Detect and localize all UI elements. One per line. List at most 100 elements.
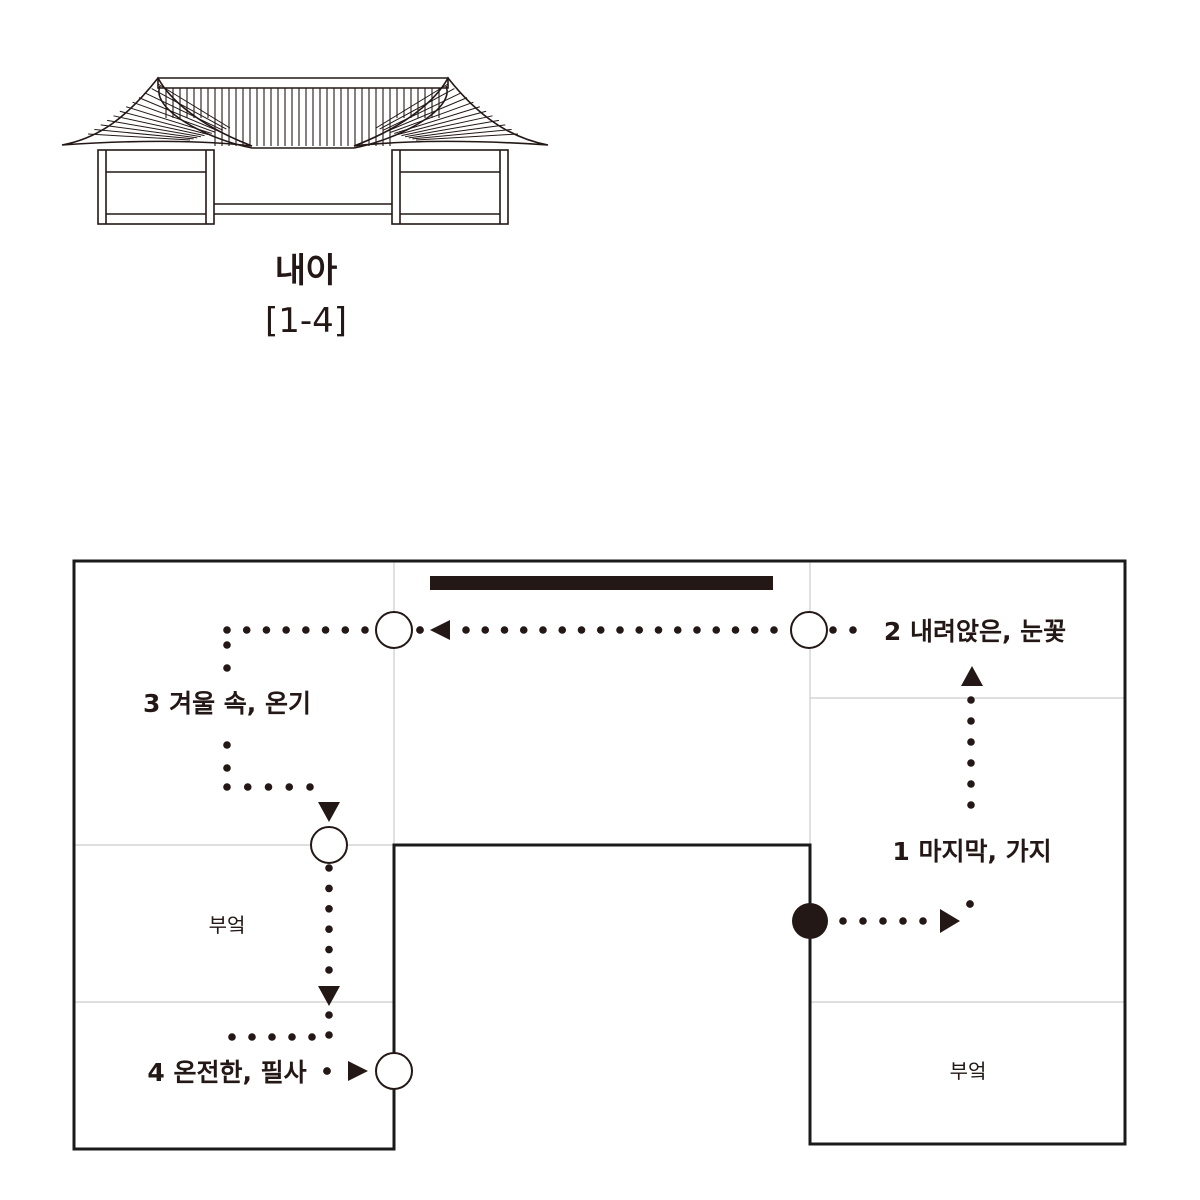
route-dot <box>228 1033 236 1041</box>
route-dot <box>325 864 333 872</box>
route-dot <box>248 1033 256 1041</box>
hanok-building-illustration <box>61 76 549 225</box>
route-dot <box>967 801 975 809</box>
stop-marker-5 <box>375 1052 413 1090</box>
route-dot <box>500 626 509 634</box>
route-dot <box>321 626 330 634</box>
route-dot <box>731 626 740 634</box>
route-dot <box>712 626 721 634</box>
route-dot <box>361 626 369 634</box>
eave-rafter <box>119 110 209 136</box>
route-arrows <box>318 620 983 1081</box>
route-dot <box>341 626 350 634</box>
route-dot <box>242 626 251 634</box>
route-dot <box>539 626 547 634</box>
route-dot <box>223 764 231 772</box>
route-dot <box>325 1011 333 1019</box>
route-dot <box>282 626 290 634</box>
route-dot <box>750 626 759 634</box>
route-dot <box>596 626 605 634</box>
arrow-right-icon <box>348 1061 368 1081</box>
room-grid-lines <box>75 562 1124 1003</box>
route-dot <box>325 945 333 954</box>
route-dot <box>899 917 907 925</box>
route-dot <box>966 900 974 908</box>
route-dot <box>839 917 847 925</box>
route-dot <box>223 626 231 634</box>
eave-rafter <box>126 106 212 134</box>
route-dot <box>285 783 294 791</box>
eave-rafter <box>415 133 519 141</box>
route-dot <box>558 626 567 634</box>
eave-rafter <box>401 115 493 137</box>
route-dot <box>829 626 837 634</box>
eave-rafter <box>145 92 223 131</box>
stop-marker-2 <box>790 611 828 649</box>
eave-rafter <box>408 124 506 139</box>
route-dot <box>302 626 310 634</box>
route-dot <box>919 917 927 925</box>
eave-rafter <box>87 133 191 141</box>
arrow-up-icon <box>961 666 983 686</box>
stop-marker-4 <box>310 826 348 864</box>
route-dot <box>635 626 644 634</box>
stop-label-1: 1 마지막, 가지 <box>892 837 1051 866</box>
route-dot <box>268 1033 276 1041</box>
route-dot <box>264 783 273 791</box>
route-dot <box>967 717 975 725</box>
route-dot <box>223 783 231 791</box>
eave-rafter <box>113 115 205 137</box>
eave-rafter <box>397 110 487 136</box>
arrow-left-icon <box>430 620 450 640</box>
route-dot <box>481 626 490 634</box>
building-range: [1-4] <box>265 301 347 341</box>
route-dot <box>323 1067 331 1075</box>
eave-rafter <box>132 101 216 133</box>
route-dot <box>325 1031 333 1039</box>
route-dot <box>519 626 528 634</box>
route-dot <box>967 780 975 788</box>
stop-label-4: 4 온전한, 필사 <box>147 1058 306 1087</box>
route-dot <box>223 641 231 649</box>
eave-rafter <box>386 97 468 132</box>
route-dot <box>262 626 271 634</box>
tour-route-dots <box>223 626 975 1075</box>
eave-rafter <box>412 128 512 140</box>
route-dot <box>967 696 975 704</box>
eave-rafter <box>107 119 201 138</box>
route-dot <box>325 884 333 893</box>
route-dot <box>416 626 424 634</box>
route-dot <box>223 664 231 672</box>
route-dot <box>306 783 314 791</box>
arrow-right-icon <box>940 909 960 933</box>
eave-rafter <box>394 106 480 134</box>
room-label-kitchen-left: 부엌 <box>209 913 246 937</box>
floor-plan-outline <box>72 559 1127 1151</box>
building-name: 내아 <box>275 251 338 291</box>
route-dot <box>859 917 867 925</box>
route-dot <box>308 1033 316 1041</box>
eave-rafter <box>151 88 227 130</box>
stop-label-3: 3 겨울 속, 온기 <box>143 689 311 718</box>
route-dot <box>654 626 663 634</box>
eave-rafter <box>390 101 474 133</box>
route-dot <box>325 925 333 933</box>
eave-rafter <box>375 83 449 129</box>
route-dot <box>288 1033 296 1041</box>
route-dot <box>243 783 252 791</box>
eave-rafter <box>138 97 220 132</box>
eave-rafter <box>94 128 194 140</box>
start-point-marker <box>792 903 828 939</box>
route-dot <box>673 626 682 634</box>
route-dot <box>849 626 857 634</box>
arrow-down-icon <box>318 986 340 1006</box>
route-dot <box>325 905 333 913</box>
route-dot <box>577 626 586 634</box>
eave-rafter <box>379 88 455 130</box>
stop-markers <box>310 611 828 1090</box>
route-dot <box>770 626 778 634</box>
arrow-down-icon <box>318 802 340 822</box>
room-label-kitchen-right: 부엌 <box>950 1059 987 1083</box>
route-dot <box>879 917 887 925</box>
